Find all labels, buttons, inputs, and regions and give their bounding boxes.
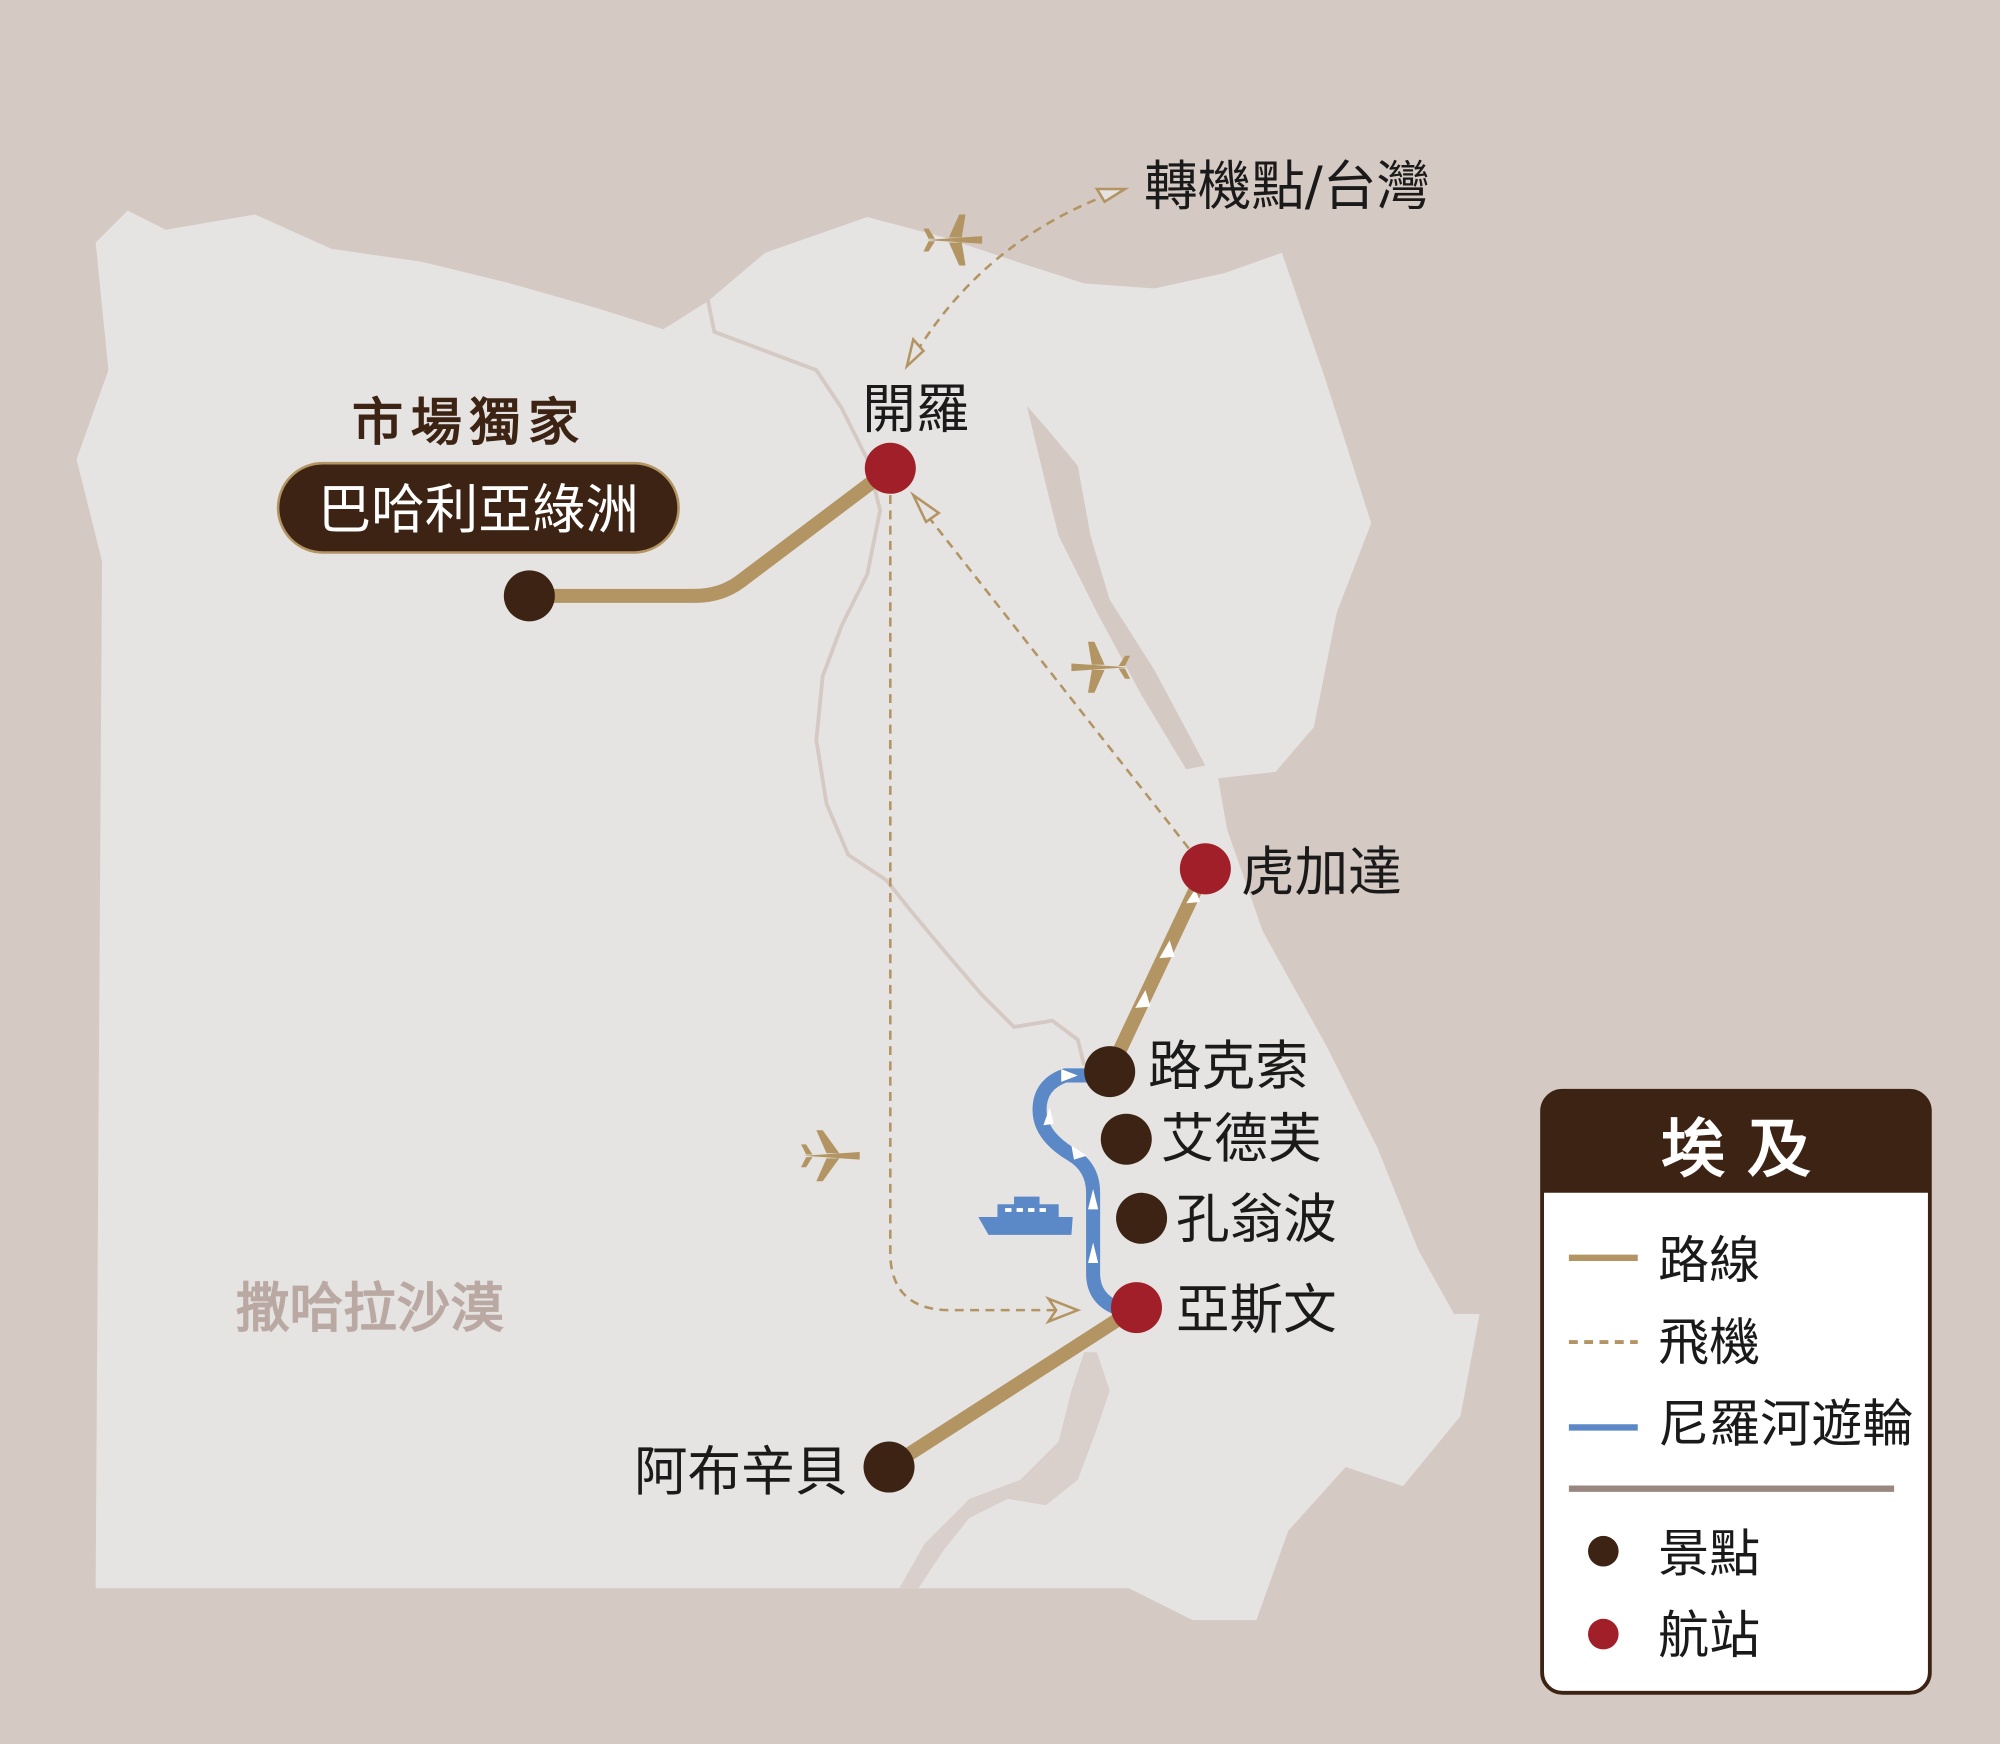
gulf-of-suez	[1026, 405, 1206, 770]
legend-attraction-dot	[1588, 1535, 1619, 1567]
cruise-ship-icon	[978, 1196, 1073, 1235]
oasis-pill	[276, 461, 680, 554]
lake-nasser	[899, 1352, 1110, 1589]
exclusive-label: 市場獨家	[352, 394, 587, 453]
flight-arrowheads	[904, 187, 1130, 1325]
cairo-airport-dot	[864, 442, 916, 494]
legend-flight-label: 飛機	[1658, 1314, 1760, 1373]
oasis-label: 巴哈利亞綠洲	[318, 478, 639, 541]
edfu-label: 艾德芙	[1161, 1107, 1322, 1170]
legend-cruise-label: 尼羅河遊輪	[1658, 1396, 1913, 1455]
flight-hurghada-cairo	[917, 503, 1190, 850]
hurghada-airport-dot	[1179, 843, 1231, 895]
legend-title: 埃 及	[1661, 1113, 1811, 1187]
flight-paths	[889, 192, 1190, 1312]
cairo-label: 開羅	[862, 377, 969, 440]
desert-label: 撒哈拉沙漠	[236, 1277, 504, 1340]
airplane-icon	[923, 214, 983, 266]
abu-simbel-attraction-dot	[863, 1441, 915, 1493]
edfu-attraction-dot	[1100, 1113, 1152, 1165]
airplane-icon	[1071, 641, 1131, 693]
legend-attraction-label: 景點	[1658, 1526, 1760, 1585]
nile-cruise-route	[1032, 1068, 1120, 1315]
kom-ombo-attraction-dot	[1116, 1192, 1168, 1244]
flight-cairo-aswan	[889, 495, 1066, 1312]
airplane-icon	[801, 1130, 860, 1182]
route-cairo-bahariya	[522, 461, 898, 603]
legend: 埃 及 路線 飛機 尼羅河遊輪 景點 航站	[1540, 1088, 1932, 1695]
abu-simbel-label: 阿布辛貝	[634, 1440, 848, 1503]
legend-airport-label: 航站	[1658, 1607, 1760, 1666]
nile-river	[706, 299, 1087, 1066]
aswan-label: 亞斯文	[1176, 1278, 1337, 1341]
route-direction-arrows	[1135, 889, 1201, 1008]
transfer-label: 轉機點/台灣	[1144, 154, 1430, 217]
legend-route-label: 路線	[1658, 1232, 1760, 1291]
aswan-airport-dot	[1110, 1282, 1162, 1334]
luxor-label: 路克索	[1148, 1034, 1309, 1097]
kom-ombo-label: 孔翁波	[1176, 1187, 1337, 1250]
egypt-land	[76, 210, 1480, 1621]
cruise-direction-arrows	[1043, 1069, 1099, 1263]
luxor-attraction-dot	[1084, 1046, 1136, 1098]
legend-airport-dot	[1588, 1618, 1619, 1650]
flight-taiwan-cairo	[912, 192, 1111, 358]
bahariya-attraction-dot	[503, 570, 555, 622]
route-aswan-abusimbel	[885, 1301, 1141, 1473]
hurghada-label: 虎加達	[1241, 840, 1402, 903]
